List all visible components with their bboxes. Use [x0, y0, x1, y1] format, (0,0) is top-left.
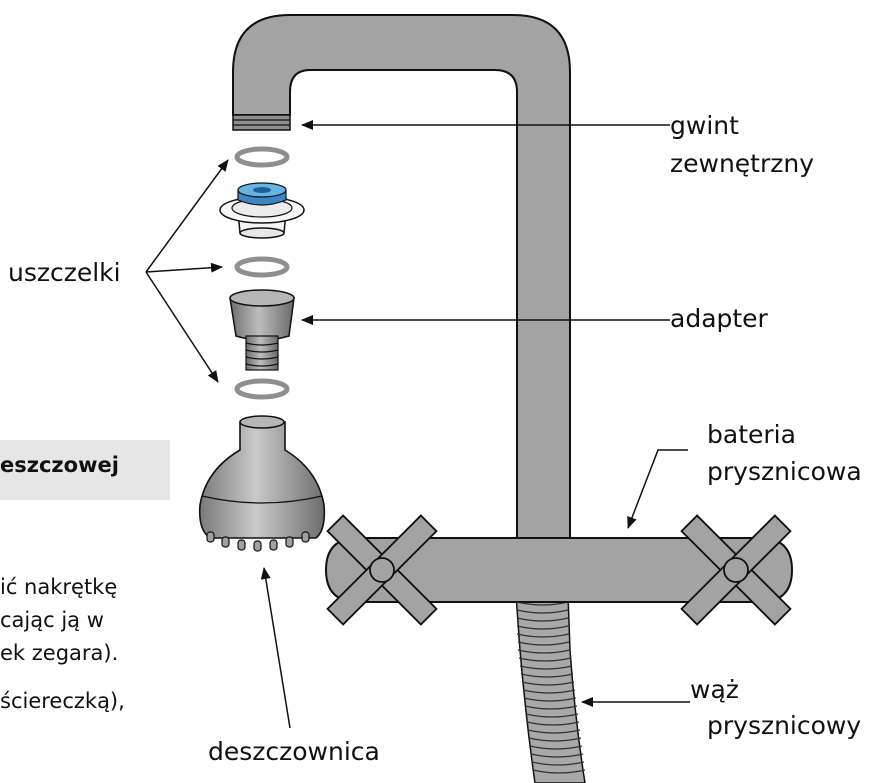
pointer-deszczownica: [264, 568, 290, 728]
seal-ring-3: [237, 381, 287, 397]
text-fragment-line1: ić nakrętkę: [0, 572, 117, 602]
label-waz-line1: wąż: [690, 674, 739, 706]
nut-with-blue-seal: [220, 183, 304, 238]
label-bateria-line2: prysznicowa: [707, 456, 862, 488]
label-gwint-line2: zewnętrzny: [670, 148, 814, 180]
seal-ring-1: [237, 149, 287, 165]
adapter: [230, 290, 294, 370]
seal-ring-2: [237, 259, 287, 275]
pointer-uszczelki-bottom: [146, 272, 218, 382]
shower-hose: [516, 595, 585, 783]
label-deszczownica: deszczownica: [208, 736, 380, 768]
label-gwint-line1: gwint: [670, 110, 739, 142]
section-header-box: eszczowej: [0, 440, 170, 500]
pointer-uszczelki-top: [146, 160, 228, 272]
text-fragment-line3: ek zegara).: [0, 638, 118, 668]
shower-head: [200, 416, 325, 551]
section-header-fragment: eszczowej: [0, 453, 119, 477]
label-adapter: adapter: [670, 303, 768, 335]
text-fragment-line2: cając ją w: [0, 605, 104, 635]
pointer-bateria: [628, 450, 688, 528]
text-fragment-line4: ściereczką),: [0, 686, 125, 716]
label-uszczelki: uszczelki: [8, 257, 121, 289]
label-waz-line2: prysznicowy: [707, 710, 861, 742]
label-bateria-line1: bateria: [707, 419, 796, 451]
pointer-uszczelki-mid: [146, 267, 222, 272]
